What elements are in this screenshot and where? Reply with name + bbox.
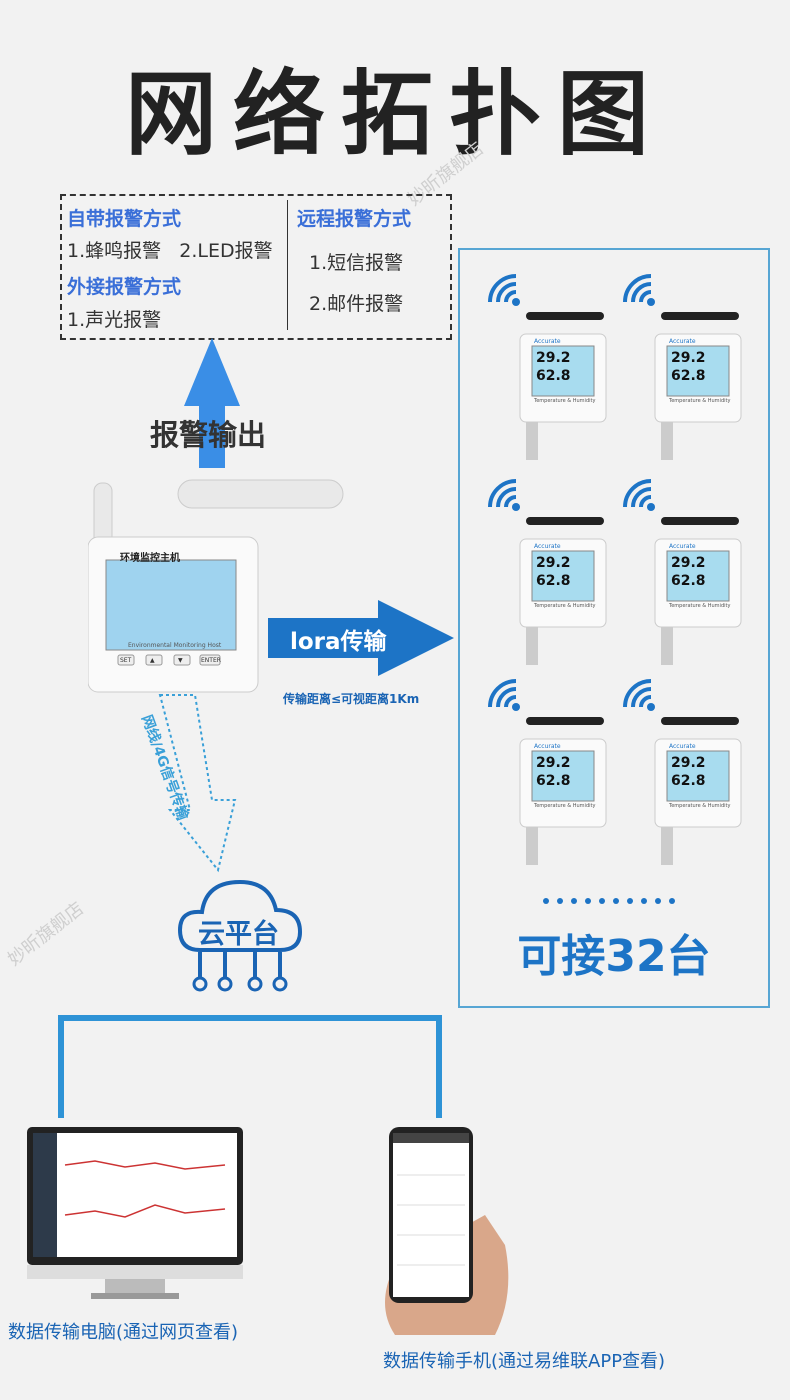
wifi-sensor-icon [623,274,742,460]
page-title: 网络拓扑图 [124,61,665,168]
sensor-brand: Accurate [669,543,696,550]
builtin-alarm-heading: 自带报警方式 [67,208,182,230]
network-arrow-icon [158,694,237,873]
dots-icon [543,898,675,904]
sensor-caption: Temperature & Humidity [534,803,596,809]
sensor-humidity-reading: 62.8 [536,368,571,384]
sensor-humidity-reading: 62.8 [536,573,571,589]
alarm-methods-box [60,194,452,340]
remote-alarm-email: 2.邮件报警 [309,293,404,315]
lora-arrow-icon [268,600,454,676]
watermark: 妙昕旗舰店 [3,898,88,971]
sensor-device [615,262,745,462]
external-alarm-items: 1.声光报警 [67,309,162,331]
wifi-sensor-icon [488,479,607,665]
sensor-humidity-reading: 62.8 [671,773,706,789]
sensor-caption: Temperature & Humidity [669,603,731,609]
sensor-brand: Accurate [669,743,696,750]
host-button-up: ▲ [150,657,155,664]
sensor-brand: Accurate [669,338,696,345]
lora-distance-label: 传输距离≤可视距离1Km [283,692,420,706]
sensor-humidity-reading: 62.8 [671,573,706,589]
remote-alarm-sms: 1.短信报警 [309,252,404,274]
sensor-device [615,667,745,867]
wifi-sensor-icon [623,479,742,665]
sensor-humidity-reading: 62.8 [536,773,571,789]
smartphone-icon [385,1127,509,1335]
host-button-down: ▼ [178,657,183,664]
monitoring-host-device [88,479,344,693]
cloud-icon [177,879,303,992]
sensor-brand: Accurate [534,338,561,345]
phone-label: 数据传输手机(通过易维联APP查看) [383,1351,666,1372]
lora-label: lora传输 [290,629,387,655]
sensor-device [480,262,610,462]
builtin-alarm-items: 1.蜂鸣报警 2.LED报警 [67,240,273,262]
sensor-humidity-reading: 62.8 [671,368,706,384]
sensor-caption: Temperature & Humidity [669,398,731,404]
capacity-label: 可接32台 [517,931,711,982]
host-button-enter: ENTER [201,657,221,664]
host-caption: Environmental Monitoring Host [128,642,222,649]
sensor-device [480,667,610,867]
external-alarm-heading: 外接报警方式 [67,276,182,298]
sensor-caption: Temperature & Humidity [534,603,596,609]
sensor-brand: Accurate [534,543,561,550]
sensor-temp-reading: 29.2 [536,755,571,771]
sensor-device [480,467,610,667]
sensor-temp-reading: 29.2 [536,555,571,571]
alarm-output-label: 报警输出 [150,418,267,452]
sensor-brand: Accurate [534,743,561,750]
sensor-panel [458,248,770,1008]
alarm-divider [287,200,288,330]
host-button-set: SET [120,657,132,664]
connection-lines [58,1015,442,1118]
desktop-computer-icon [27,1127,243,1299]
wifi-sensor-icon [623,679,742,865]
sensor-caption: Temperature & Humidity [534,398,596,404]
wifi-sensor-icon [488,274,607,460]
remote-alarm-heading: 远程报警方式 [297,208,412,230]
wifi-sensor-icon [488,679,607,865]
host-screen-title: 环境监控主机 [120,553,180,564]
up-arrow-icon [184,338,240,468]
sensor-temp-reading: 29.2 [671,755,706,771]
sensor-device [615,467,745,667]
sensor-caption: Temperature & Humidity [669,803,731,809]
sensor-temp-reading: 29.2 [671,350,706,366]
pc-label: 数据传输电脑(通过网页查看) [8,1322,239,1343]
sensor-temp-reading: 29.2 [536,350,571,366]
cloud-label: 云平台 [198,919,279,950]
sensor-temp-reading: 29.2 [671,555,706,571]
